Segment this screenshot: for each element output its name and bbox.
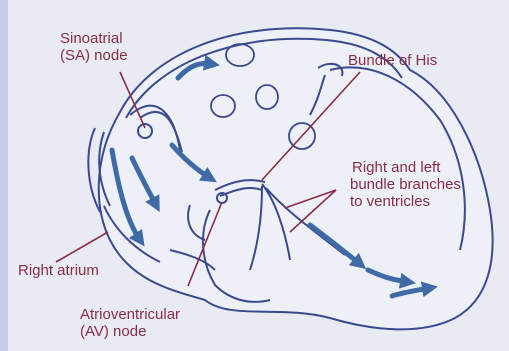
right-atrium-label: Right atrium: [18, 262, 99, 279]
sa-node-label-line-1: Sinoatrial: [60, 30, 128, 47]
av-node-label: Atrioventricular (AV) node: [80, 306, 180, 340]
bundle-branches-label-line-2: bundle branches: [344, 176, 461, 193]
right-atrium-label-text: Right atrium: [18, 262, 99, 279]
av-node-label-line-2: (AV) node: [80, 323, 180, 340]
av-node-label-line-1: Atrioventricular: [80, 306, 180, 323]
bundle-branches-label: Right and left bundle branches to ventri…: [344, 159, 461, 210]
bundle-branches-label-line-3: to ventricles: [344, 193, 461, 210]
sa-node-label-line-2: (SA) node: [60, 47, 128, 64]
sa-node-label: Sinoatrial (SA) node: [60, 30, 128, 64]
bundle-of-his-label: Bundle of His: [348, 52, 437, 69]
bundle-branches-label-line-1: Right and left: [344, 159, 461, 176]
bundle-of-his-label-text: Bundle of His: [348, 52, 437, 69]
